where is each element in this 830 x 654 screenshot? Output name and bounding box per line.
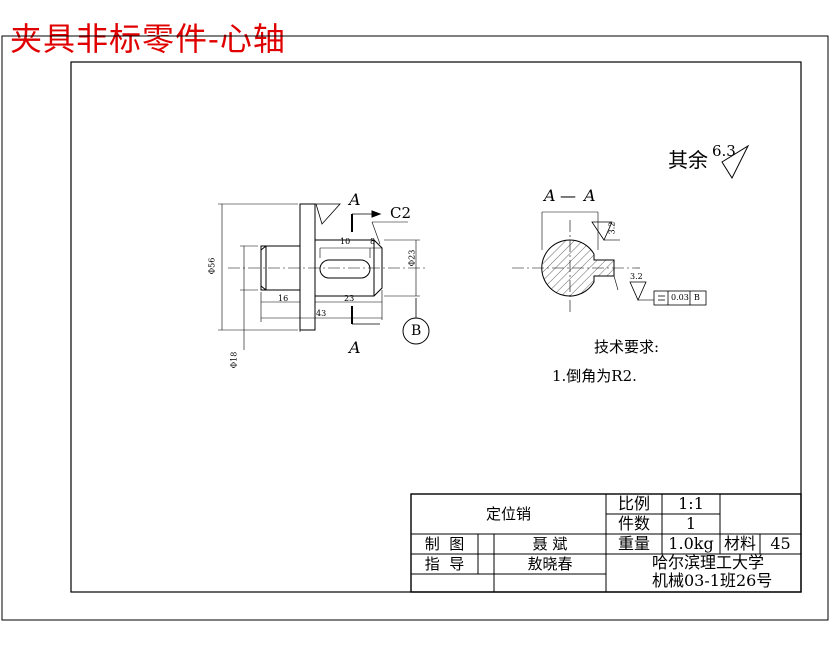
keyway-slot [319, 259, 371, 279]
qty-label: 件数 [617, 514, 650, 533]
datum-b-circle [402, 317, 430, 345]
weight-value: 1.0kg [668, 534, 714, 553]
dim-23: 23 [344, 294, 355, 303]
section-mark-top: A [349, 190, 361, 209]
drawn-label: 制 图 [424, 534, 465, 553]
part-name: 定位销 [485, 504, 531, 523]
guide-label: 指 导 [424, 554, 465, 573]
dim-dia-left: Φ18 [229, 351, 239, 369]
dim-16: 16 [278, 294, 289, 303]
dim-43: 43 [316, 309, 327, 318]
section-label-right: A [584, 186, 596, 205]
material-label: 材料 [723, 534, 756, 553]
flange [299, 203, 316, 331]
class-info: 机械03-1班26号 [652, 571, 773, 590]
school-name: 哈尔滨理工大学 [652, 553, 765, 572]
drawn-by: 聂 斌 [532, 534, 568, 553]
roughness-symbol [721, 144, 750, 180]
datum-label: B [411, 323, 422, 339]
section-hatch [541, 239, 615, 297]
roughness-note-label: 其余 [668, 148, 708, 172]
material-value: 45 [770, 534, 791, 553]
dim-key-depth: 3.2 [630, 272, 643, 281]
scale-label: 比例 [617, 494, 650, 513]
qty-value: 1 [685, 514, 697, 533]
header-title: 夹具非标零件-心轴 [10, 20, 286, 58]
dim-dia-56: Φ56 [207, 257, 217, 275]
section-mark-bottom: A [349, 338, 361, 357]
dim-dia-right: Φ23 [407, 249, 417, 267]
tech-req-title: 技术要求: [594, 338, 660, 356]
weight-label: 重量 [617, 534, 650, 553]
tolerance-frame [653, 290, 707, 306]
main-view [218, 203, 430, 350]
section-view [512, 211, 707, 314]
dim-10: 10 [340, 237, 351, 246]
guide-by: 敖晓春 [527, 554, 573, 573]
tolerance-datum: B [694, 293, 700, 302]
roughness-small: 3.2 [607, 221, 617, 235]
roughness-note-value: 6.3 [712, 142, 736, 160]
section-label-dash: — [560, 186, 576, 205]
section-label-left: A [544, 186, 556, 205]
tech-req-item: 1.倒角为R2. [552, 367, 637, 385]
title-block-lines [410, 493, 802, 593]
scale-value: 1:1 [678, 494, 704, 513]
outer-frame [1, 35, 829, 621]
dim-8: 8 [370, 237, 376, 246]
tolerance-value: 0.03 [671, 293, 689, 302]
chamfer-label: C2 [390, 204, 412, 222]
